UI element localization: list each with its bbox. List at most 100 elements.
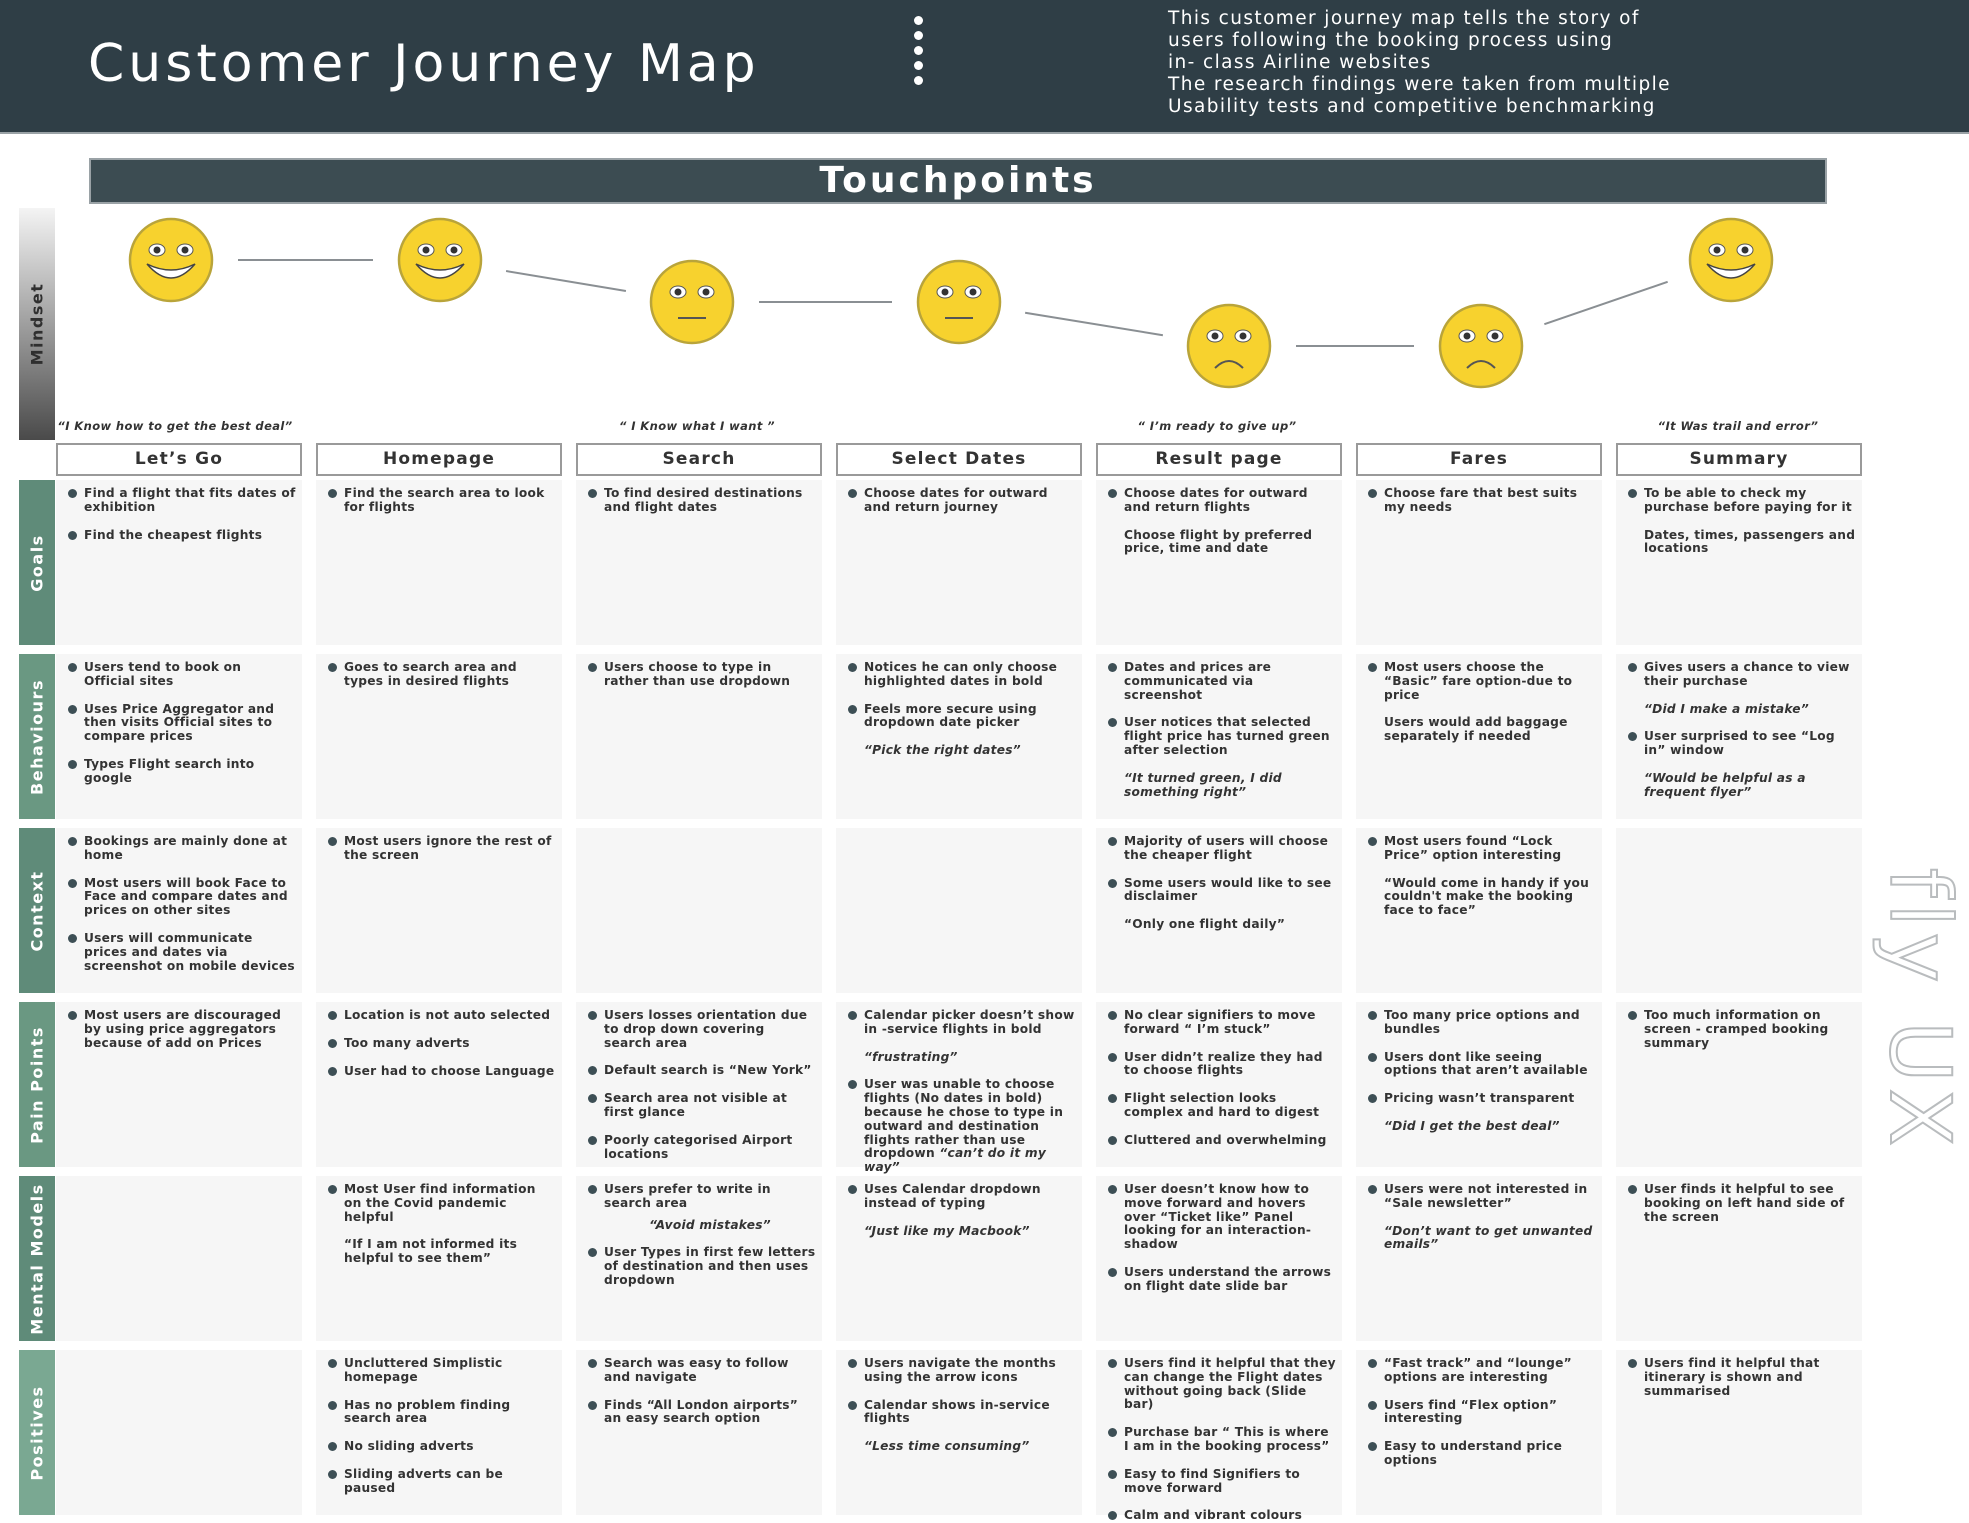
- list-item: “Would be helpful as a frequent flyer”: [1644, 770, 1806, 799]
- row-label-mindset: Mindset: [19, 208, 55, 440]
- list-item: Users tend to book on Official sites: [68, 660, 296, 689]
- mindset-connector-line: [1544, 280, 1668, 326]
- cell-context-homepage: Most users ignore the rest of the screen: [316, 828, 562, 993]
- list-item: Dates and prices are communicated via sc…: [1108, 660, 1336, 702]
- list-item: Users would add baggage separately if ne…: [1384, 715, 1568, 744]
- cell-mental-models-fares: Users were not interested in “Sale newsl…: [1356, 1176, 1602, 1341]
- cell-goals-search: To find desired destinations and flight …: [576, 480, 822, 645]
- neutral-face-icon: [916, 259, 1002, 345]
- quote-lets-go: “I Know how to get the best deal”: [57, 419, 293, 433]
- list-item: Easy to understand price options: [1368, 1439, 1596, 1468]
- stage-header-search: Search: [576, 443, 822, 476]
- list-item: “It turned green, I did something right”: [1124, 770, 1282, 799]
- list-item: Most users ignore the rest of the screen: [328, 834, 556, 863]
- list-item: Users find “Flex option” interesting: [1368, 1398, 1596, 1427]
- list-item: “Fast track” and “lounge” options are in…: [1368, 1356, 1596, 1385]
- list-item: Calendar picker doesn’t show in -service…: [848, 1008, 1076, 1037]
- row-label-goals: Goals: [19, 480, 55, 645]
- list-item: Some users would like to see disclaimer: [1108, 876, 1336, 905]
- list-item: Easy to find Signifiers to move forward: [1108, 1467, 1336, 1496]
- cell-goals-fares: Choose fare that best suits my needs: [1356, 480, 1602, 645]
- list-item: Find the cheapest flights: [68, 528, 296, 543]
- list-item: No sliding adverts: [328, 1439, 556, 1454]
- list-item: Users choose to type in rather than use …: [588, 660, 816, 689]
- list-item: Has no problem finding search area: [328, 1398, 556, 1427]
- list-item: User doesn’t know how to move forward an…: [1108, 1182, 1336, 1252]
- list-item: Choose fare that best suits my needs: [1368, 486, 1596, 515]
- cell-pain-points-result-page: No clear signifiers to move forward “ I’…: [1096, 1002, 1342, 1167]
- list-item: No clear signifiers to move forward “ I’…: [1108, 1008, 1336, 1037]
- list-item: User notices that selected flight price …: [1108, 715, 1336, 757]
- list-item: “If I am not informed its helpful to see…: [344, 1237, 518, 1266]
- stage-header-let-s-go: Let’s Go: [56, 443, 302, 476]
- list-item: “Did I make a mistake”: [1644, 701, 1809, 716]
- list-item: “Did I get the best deal”: [1384, 1118, 1560, 1133]
- list-item: Users were not interested in “Sale newsl…: [1368, 1182, 1596, 1211]
- list-item: Types Flight search into google: [68, 757, 296, 786]
- stage-header-result-page: Result page: [1096, 443, 1342, 476]
- list-item: User didn’t realize they had to choose f…: [1108, 1050, 1336, 1079]
- list-item: Cluttered and overwhelming: [1108, 1133, 1336, 1148]
- list-item: “Just like my Macbook”: [864, 1223, 1030, 1238]
- cell-mental-models-summary: User finds it helpful to see booking on …: [1616, 1176, 1862, 1341]
- list-item: Users understand the arrows on flight da…: [1108, 1265, 1336, 1294]
- list-item: Default search is “New York”: [588, 1064, 816, 1078]
- list-item: Choose dates for outward and return jour…: [848, 486, 1076, 515]
- row-label-context: Context: [19, 828, 55, 993]
- list-item: Dates, times, passengers and locations: [1644, 527, 1856, 556]
- list-item: Poorly categorised Airport locations: [588, 1133, 816, 1162]
- quote-search: “ I Know what I want ”: [619, 419, 775, 433]
- list-item: Users find it helpful that itinerary is …: [1628, 1356, 1856, 1398]
- cell-behaviours-fares: Most users choose the “Basic” fare optio…: [1356, 654, 1602, 819]
- row-label-behaviours: Behaviours: [19, 654, 55, 819]
- list-item: Sliding adverts can be paused: [328, 1467, 556, 1496]
- neutral-face-icon: [649, 259, 735, 345]
- stage-header-homepage: Homepage: [316, 443, 562, 476]
- list-item: Users losses orientation due to drop dow…: [588, 1008, 816, 1050]
- sad-face-icon: [1186, 303, 1272, 389]
- cell-positives-select-dates: Users navigate the months using the arro…: [836, 1350, 1082, 1515]
- watermark-text: fly UX: [1870, 867, 1969, 1153]
- happy-face-icon: [1688, 217, 1774, 303]
- list-item: Users prefer to write in search area“Avo…: [588, 1182, 816, 1232]
- cell-mental-models-let-s-go: [56, 1176, 302, 1341]
- list-item: User was unable to choose flights (No da…: [848, 1078, 1076, 1175]
- header-description: This customer journey map tells the stor…: [1168, 8, 1928, 118]
- quote-summary: “It Was trail and error”: [1657, 419, 1819, 433]
- cell-behaviours-result-page: Dates and prices are communicated via sc…: [1096, 654, 1342, 819]
- list-item: Uses Calendar dropdown instead of typing: [848, 1182, 1076, 1211]
- cell-pain-points-let-s-go: Most users are discouraged by using pric…: [56, 1002, 302, 1167]
- list-item: Users will communicate prices and dates …: [68, 931, 296, 973]
- mindset-curve: [128, 217, 1774, 389]
- list-item: Too much information on screen - cramped…: [1628, 1008, 1856, 1050]
- list-item: “frustrating”: [864, 1049, 958, 1064]
- list-item: Goes to search area and types in desired…: [328, 660, 556, 689]
- stage-header-summary: Summary: [1616, 443, 1862, 476]
- list-item: Choose dates for outward and return flig…: [1108, 486, 1336, 515]
- cell-goals-let-s-go: Find a flight that fits dates of exhibit…: [56, 480, 302, 645]
- list-item: Gives users a chance to view their purch…: [1628, 660, 1856, 689]
- list-item: User surprised to see “Log in” window: [1628, 730, 1856, 758]
- cell-behaviours-summary: Gives users a chance to view their purch…: [1616, 654, 1862, 819]
- cell-behaviours-select-dates: Notices he can only choose highlighted d…: [836, 654, 1082, 819]
- row-label-pain-points: Pain Points: [19, 1002, 55, 1167]
- list-item: User had to choose Language: [328, 1064, 556, 1079]
- page-title: Customer Journey Map: [88, 34, 760, 94]
- list-item: “Pick the right dates”: [864, 743, 1021, 758]
- cell-context-select-dates: [836, 828, 1082, 993]
- list-item: Location is not auto selected: [328, 1008, 556, 1023]
- fly-ux-watermark: fly UX: [1870, 867, 1969, 1153]
- cell-positives-result-page: Users find it helpful that they can chan…: [1096, 1350, 1342, 1522]
- list-item: Users find it helpful that they can chan…: [1108, 1356, 1336, 1412]
- cell-behaviours-homepage: Goes to search area and types in desired…: [316, 654, 562, 819]
- header: Customer Journey Map This customer journ…: [0, 0, 1969, 134]
- list-item: Notices he can only choose highlighted d…: [848, 660, 1076, 689]
- row-label-positives: Positives: [19, 1350, 55, 1515]
- list-item: Most users are discouraged by using pric…: [68, 1008, 296, 1050]
- cell-mental-models-select-dates: Uses Calendar dropdown instead of typing…: [836, 1176, 1082, 1341]
- list-item: “Only one flight daily”: [1124, 917, 1286, 932]
- list-item: Uncluttered Simplistic homepage: [328, 1356, 556, 1385]
